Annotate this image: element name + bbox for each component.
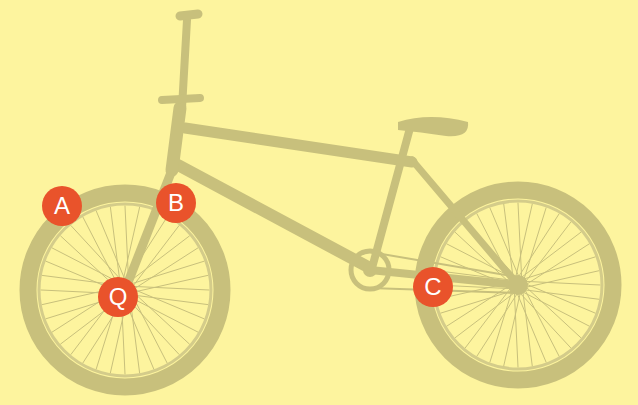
spoke xyxy=(455,288,520,338)
top-tube xyxy=(185,128,412,162)
front-rim xyxy=(39,204,211,376)
spoke xyxy=(514,204,532,284)
spoke xyxy=(519,271,599,289)
spoke xyxy=(515,232,580,282)
rear-hub xyxy=(508,275,528,295)
callout-letter: C xyxy=(413,267,453,307)
spoke xyxy=(517,257,595,281)
stem xyxy=(162,98,200,100)
callout-letter: Q xyxy=(98,277,138,317)
saddle xyxy=(398,117,468,136)
spoke xyxy=(477,287,521,356)
seat-tube xyxy=(372,128,410,268)
spoke xyxy=(126,275,208,294)
rear-rim xyxy=(434,201,602,369)
seat-stay xyxy=(412,160,518,285)
callout-letter: A xyxy=(42,186,82,226)
spoke xyxy=(515,214,559,283)
chainring xyxy=(351,251,389,289)
crank-hub xyxy=(363,263,377,277)
spoke xyxy=(522,284,532,365)
grip xyxy=(180,14,198,16)
down-tube xyxy=(178,165,370,268)
fork xyxy=(125,165,174,290)
callout-letter: B xyxy=(156,183,196,223)
spoke xyxy=(521,283,559,356)
spoke xyxy=(521,282,581,338)
spoke xyxy=(520,244,589,288)
spoke xyxy=(504,286,522,366)
